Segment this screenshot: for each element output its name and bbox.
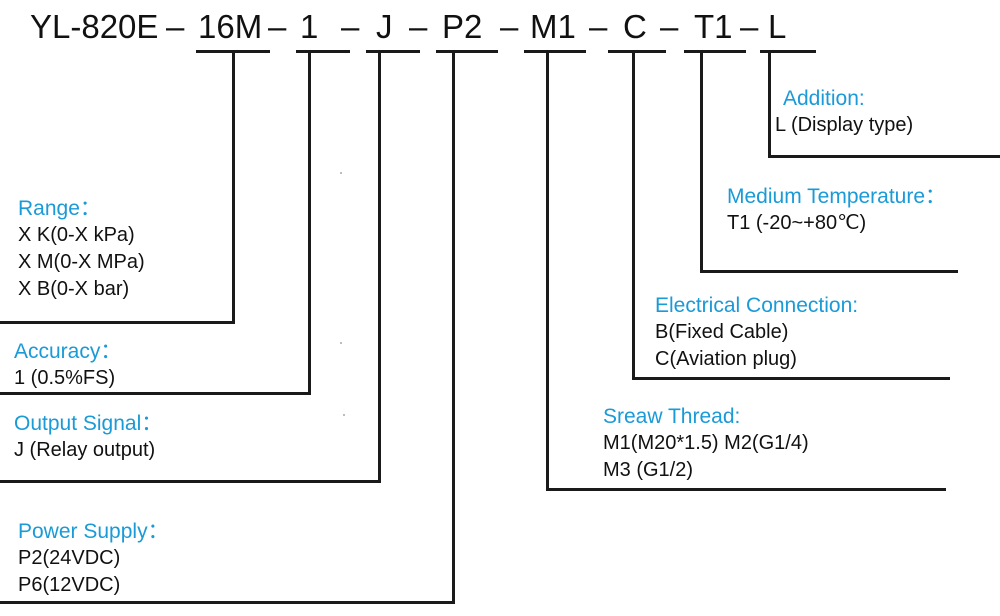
model-base-code: YL-820E (30, 8, 159, 45)
leader-screw-thread (546, 50, 549, 490)
scan-speck-1 (340, 172, 342, 174)
model-segment-power-supply: P2 (442, 8, 483, 45)
block-addition-line-1: L (Display type) (775, 114, 914, 136)
model-segment-range: 16M (198, 8, 263, 45)
block-accuracy: Accuracy： 1 (0.5%FS) (14, 338, 121, 392)
block-range-line-2: X M(0-X MPa) (18, 251, 145, 273)
block-electrical-connection-line-1: B(Fixed Cable) (655, 321, 789, 343)
model-segment-accuracy: 1 (300, 8, 319, 45)
leader-temperature (700, 50, 703, 272)
model-dash-7: – (660, 8, 679, 45)
model-segment-electrical: C (623, 8, 647, 45)
underline-output-signal (366, 50, 420, 53)
block-medium-temperature: Medium Temperature： T1 (-20~+80℃) (727, 183, 946, 237)
block-electrical-connection: Electrical Connection: B(Fixed Cable) C(… (655, 292, 858, 373)
underline-electrical (608, 50, 666, 53)
block-screw-thread-line-1: M1(M20*1.5) M2(G1/4) (603, 432, 809, 454)
block-output-signal: Output Signal： J (Relay output) (14, 410, 162, 464)
model-dash-5: – (500, 8, 519, 45)
leader-range (232, 50, 235, 323)
model-segment-screw-thread: M1 (530, 8, 576, 45)
block-power-supply-title: Power Supply： (18, 520, 169, 543)
bracket-screw-thread-bottom (546, 488, 946, 491)
block-power-supply-line-2: P6(12VDC) (18, 574, 121, 596)
underline-addition (760, 50, 816, 53)
bracket-temperature-bottom (700, 270, 958, 273)
model-dash-1: – (166, 8, 185, 45)
scan-speck-3 (343, 414, 345, 416)
bracket-power-supply-bottom (0, 601, 455, 604)
block-power-supply: Power Supply： P2(24VDC) P6(12VDC) (18, 518, 169, 599)
model-dash-2: – (268, 8, 287, 45)
model-dash-4: – (409, 8, 428, 45)
underline-power-supply (436, 50, 498, 53)
block-screw-thread-line-2: M3 (G1/2) (603, 459, 694, 481)
model-dash-6: – (589, 8, 608, 45)
underline-temperature (684, 50, 746, 53)
leader-power-supply (452, 50, 455, 603)
block-screw-thread-title: Sreaw Thread: (603, 405, 741, 428)
block-electrical-connection-line-2: C(Aviation plug) (655, 348, 797, 370)
block-accuracy-line-1: 1 (0.5%FS) (14, 367, 116, 389)
model-segment-temperature: T1 (694, 8, 733, 45)
block-range: Range： X K(0-X kPa) X M(0-X MPa) X B(0-X… (18, 195, 145, 303)
block-output-signal-title: Output Signal： (14, 412, 163, 435)
bracket-output-signal-bottom (0, 480, 381, 483)
model-dash-8: – (740, 8, 759, 45)
block-range-title: Range： (18, 197, 101, 220)
model-number-line: YL-820E – 16M – 1 – J – P2 – M1 – C – T1… (0, 0, 1000, 56)
bracket-addition-bottom (768, 155, 1000, 158)
block-range-line-1: X K(0-X kPa) (18, 224, 135, 246)
bracket-accuracy-bottom (0, 392, 311, 395)
underline-accuracy (296, 50, 350, 53)
block-medium-temperature-line-1: T1 (-20~+80℃) (727, 212, 867, 234)
model-segment-output-signal: J (376, 8, 393, 45)
block-power-supply-line-1: P2(24VDC) (18, 547, 121, 569)
block-addition-title: Addition: (783, 87, 865, 110)
block-addition: Addition: L (Display type) (775, 85, 913, 139)
block-electrical-connection-title: Electrical Connection: (655, 294, 859, 317)
scan-speck-2 (340, 342, 342, 344)
block-range-line-3: X B(0-X bar) (18, 278, 130, 300)
leader-output-signal (378, 50, 381, 482)
block-medium-temperature-title: Medium Temperature： (727, 185, 947, 208)
block-output-signal-line-1: J (Relay output) (14, 439, 156, 461)
block-screw-thread: Sreaw Thread: M1(M20*1.5) M2(G1/4) M3 (G… (603, 403, 809, 484)
block-accuracy-title: Accuracy： (14, 340, 122, 363)
model-dash-3: – (341, 8, 360, 45)
leader-accuracy (308, 50, 311, 394)
leader-addition (768, 50, 771, 157)
leader-electrical (632, 50, 635, 379)
underline-screw-thread (524, 50, 586, 53)
bracket-electrical-bottom (632, 377, 950, 380)
model-segment-addition: L (768, 8, 787, 45)
bracket-range-bottom (0, 321, 235, 324)
